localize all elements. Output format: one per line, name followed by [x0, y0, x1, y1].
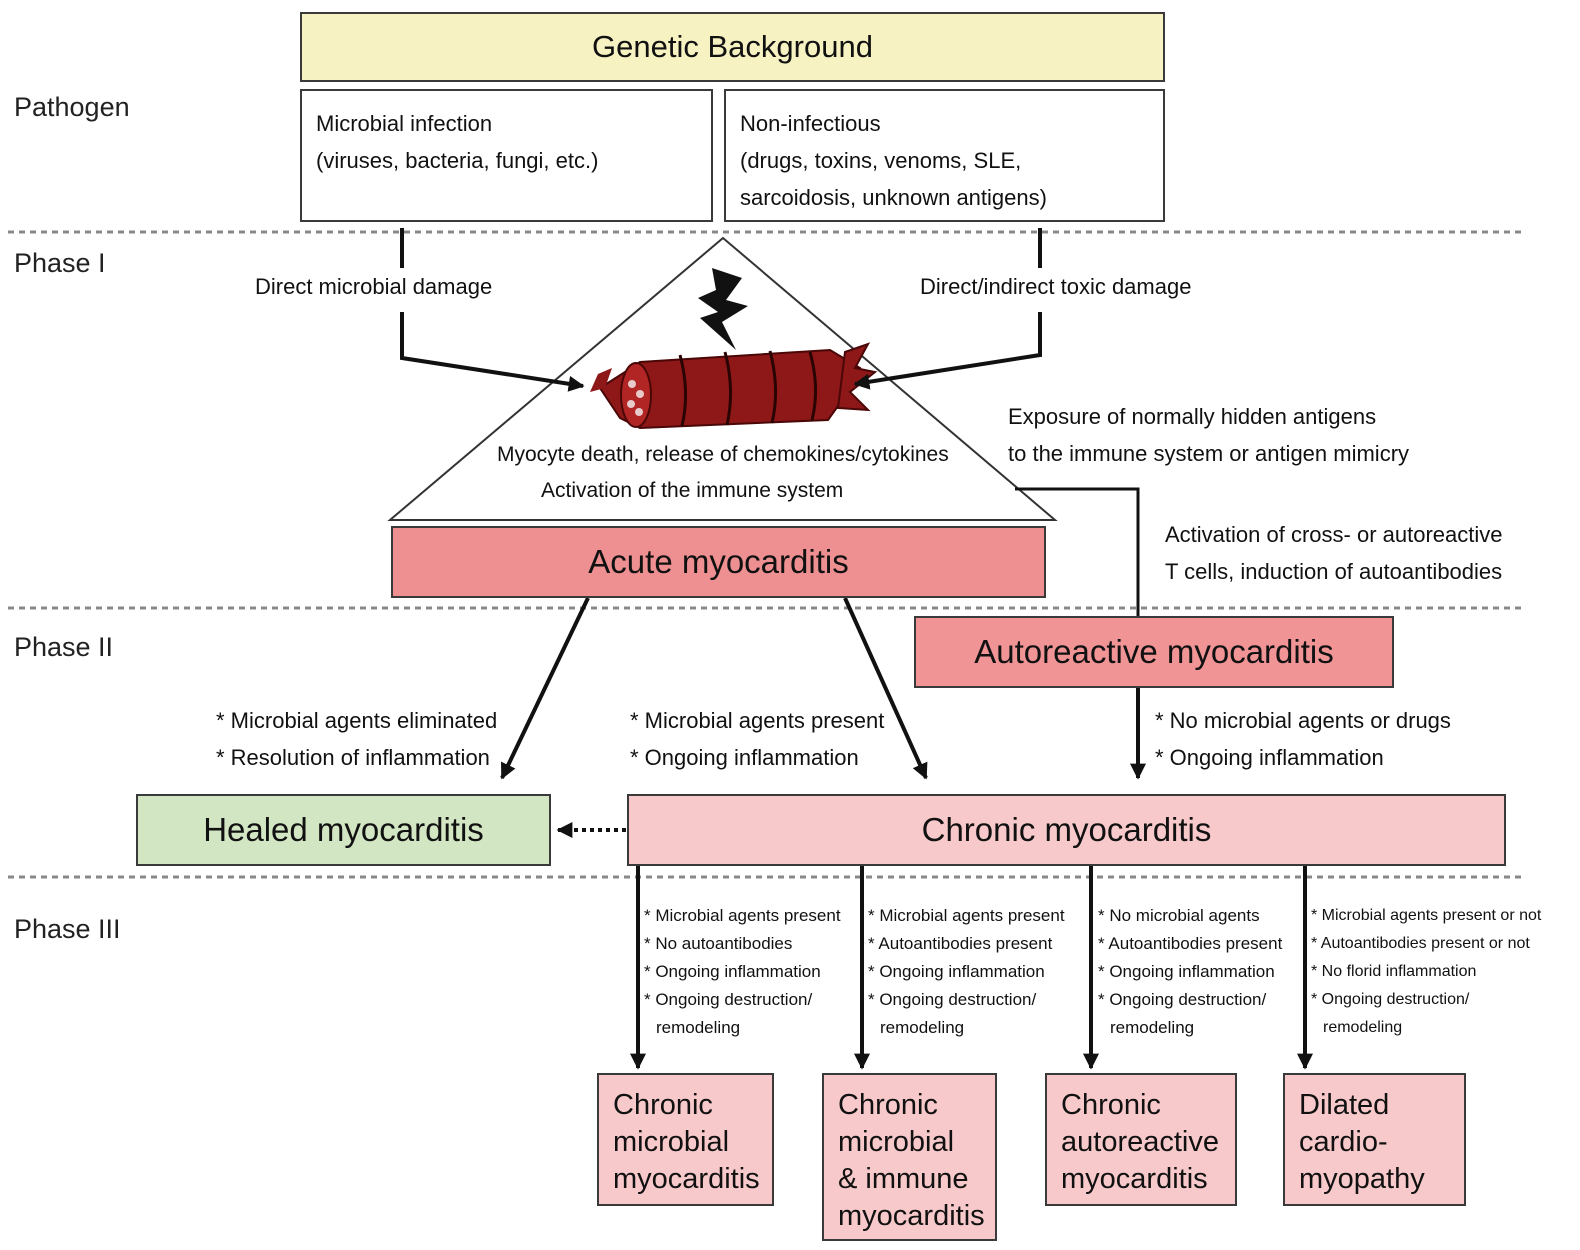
outcome-chronic-autoreactive-box: Chronic autoreactive myocarditis [1045, 1073, 1237, 1206]
outcome-2-line-3: & immune [838, 1163, 969, 1195]
branch-2-note-2: * Autoantibodies present [868, 934, 1053, 953]
microbial-examples: (viruses, bacteria, fungi, etc.) [316, 148, 599, 173]
non-infectious-examples-1: (drugs, toxins, venoms, SLE, [740, 148, 1022, 173]
exposure-line-1: Exposure of normally hidden antigens [1008, 404, 1377, 429]
arrow-acute-to-healed [500, 597, 590, 780]
autoimmune-note-2: * Ongoing inflammation [1155, 745, 1384, 770]
branch-4-note-2: * Autoantibodies present or not [1311, 935, 1530, 952]
outcome-1-line-3: myocarditis [613, 1163, 760, 1195]
activation-cross-line-2: T cells, induction of autoantibodies [1165, 559, 1503, 584]
branch-notes-4: * Microbial agents present or not * Auto… [1311, 902, 1541, 1042]
branch-4-note-5: remodeling [1323, 1019, 1403, 1036]
arrow-to-autoreactive [1015, 487, 1140, 616]
branch-notes-2: * Microbial agents present * Autoantibod… [868, 902, 1065, 1042]
healing-conditions-notes: * Microbial agents eliminated * Resoluti… [216, 702, 497, 776]
exposure-hidden-antigens-text: Exposure of normally hidden antigens to … [1008, 398, 1409, 472]
outcome-1-line-1: Chronic [613, 1089, 713, 1121]
persistence-note-1: * Microbial agents present [630, 708, 885, 733]
outcome-4-line-2: cardio- [1299, 1126, 1388, 1158]
branch-1-note-5: remodeling [656, 1018, 741, 1037]
branch-4-note-3: * No florid inflammation [1311, 963, 1477, 980]
arrow-acute-to-chronic [843, 597, 928, 780]
persistence-note-2: * Ongoing inflammation [630, 745, 859, 770]
healed-myocarditis-label: Healed myocarditis [203, 811, 484, 848]
branch-3-note-2: * Autoantibodies present [1098, 934, 1283, 953]
autoreactive-myocarditis-label: Autoreactive myocarditis [974, 633, 1334, 670]
branch-1-note-4: * Ongoing destruction/ [644, 990, 813, 1009]
outcome-chronic-microbial-immune-box: Chronic microbial & immune myocarditis [822, 1073, 997, 1241]
branch-4-note-4: * Ongoing destruction/ [1311, 991, 1470, 1008]
label-phase-1: Phase I [14, 248, 106, 278]
outcome-chronic-microbial-box: Chronic microbial myocarditis [597, 1073, 774, 1206]
outcome-2-line-1: Chronic [838, 1089, 938, 1121]
chronic-myocarditis-box: Chronic myocarditis [627, 794, 1506, 866]
chronic-myocarditis-label: Chronic myocarditis [921, 811, 1212, 848]
branch-2-note-3: * Ongoing inflammation [868, 962, 1045, 981]
label-phase-3: Phase III [14, 914, 121, 944]
outcome-3-line-2: autoreactive [1061, 1126, 1219, 1158]
autoimmune-note-1: * No microbial agents or drugs [1155, 708, 1451, 733]
acute-myocarditis-box: Acute myocarditis [391, 526, 1046, 598]
branch-1-note-2: * No autoantibodies [644, 934, 793, 953]
branch-3-note-3: * Ongoing inflammation [1098, 962, 1275, 981]
genetic-background-box: Genetic Background [300, 12, 1165, 82]
branch-2-note-5: remodeling [880, 1018, 965, 1037]
branch-notes-1: * Microbial agents present * No autoanti… [644, 902, 841, 1042]
branch-1-note-1: * Microbial agents present [644, 906, 841, 925]
outcome-1-line-2: microbial [613, 1126, 730, 1158]
autoreactive-myocarditis-box: Autoreactive myocarditis [914, 616, 1394, 688]
activation-immune-label: Activation of the immune system [541, 479, 844, 502]
healing-note-2: * Resolution of inflammation [216, 745, 490, 770]
myocyte-death-label: Myocyte death, release of chemokines/cyt… [497, 443, 949, 466]
branch-3-note-5: remodeling [1110, 1018, 1195, 1037]
outcome-4-line-3: myopathy [1299, 1163, 1425, 1195]
genetic-background-label: Genetic Background [592, 29, 873, 64]
acute-myocarditis-label: Acute myocarditis [588, 543, 849, 580]
direct-toxic-damage-label: Direct/indirect toxic damage [920, 274, 1192, 299]
outcome-4-line-1: Dilated [1299, 1089, 1390, 1121]
direct-microbial-damage-label: Direct microbial damage [255, 274, 493, 299]
exposure-line-2: to the immune system or antigen mimicry [1008, 441, 1410, 466]
outcome-2-line-2: microbial [838, 1126, 955, 1158]
non-infectious-examples-2: sarcoidosis, unknown antigens) [740, 185, 1047, 210]
label-pathogen: Pathogen [14, 92, 130, 122]
persistence-conditions-notes: * Microbial agents present * Ongoing inf… [630, 702, 884, 776]
branch-2-note-1: * Microbial agents present [868, 906, 1065, 925]
healing-note-1: * Microbial agents eliminated [216, 708, 498, 733]
branch-2-note-4: * Ongoing destruction/ [868, 990, 1037, 1009]
autoimmune-conditions-notes: * No microbial agents or drugs * Ongoing… [1155, 702, 1451, 776]
label-phase-2: Phase II [14, 632, 114, 662]
branch-1-note-3: * Ongoing inflammation [644, 962, 821, 981]
non-infectious-box: Non-infectious (drugs, toxins, venoms, S… [724, 89, 1165, 222]
branch-3-note-1: * No microbial agents [1098, 906, 1260, 925]
outcome-dilated-cardiomyopathy-box: Dilated cardio- myopathy [1283, 1073, 1466, 1206]
non-infectious-title: Non-infectious [740, 111, 881, 136]
branch-notes-3: * No microbial agents * Autoantibodies p… [1098, 902, 1282, 1042]
outcome-3-line-3: myocarditis [1061, 1163, 1208, 1195]
microbial-title: Microbial infection [316, 111, 493, 136]
lightning-bolt-icon [698, 268, 748, 350]
healed-myocarditis-box: Healed myocarditis [136, 794, 551, 866]
microbial-infection-box: Microbial infection (viruses, bacteria, … [300, 89, 713, 222]
branch-4-note-1: * Microbial agents present or not [1311, 907, 1542, 924]
activation-cross-line-1: Activation of cross- or autoreactive [1165, 522, 1503, 547]
outcome-2-line-4: myocarditis [838, 1200, 985, 1232]
activation-cross-reactive-text: Activation of cross- or autoreactive T c… [1165, 516, 1502, 590]
branch-3-note-4: * Ongoing destruction/ [1098, 990, 1267, 1009]
outcome-3-line-1: Chronic [1061, 1089, 1161, 1121]
